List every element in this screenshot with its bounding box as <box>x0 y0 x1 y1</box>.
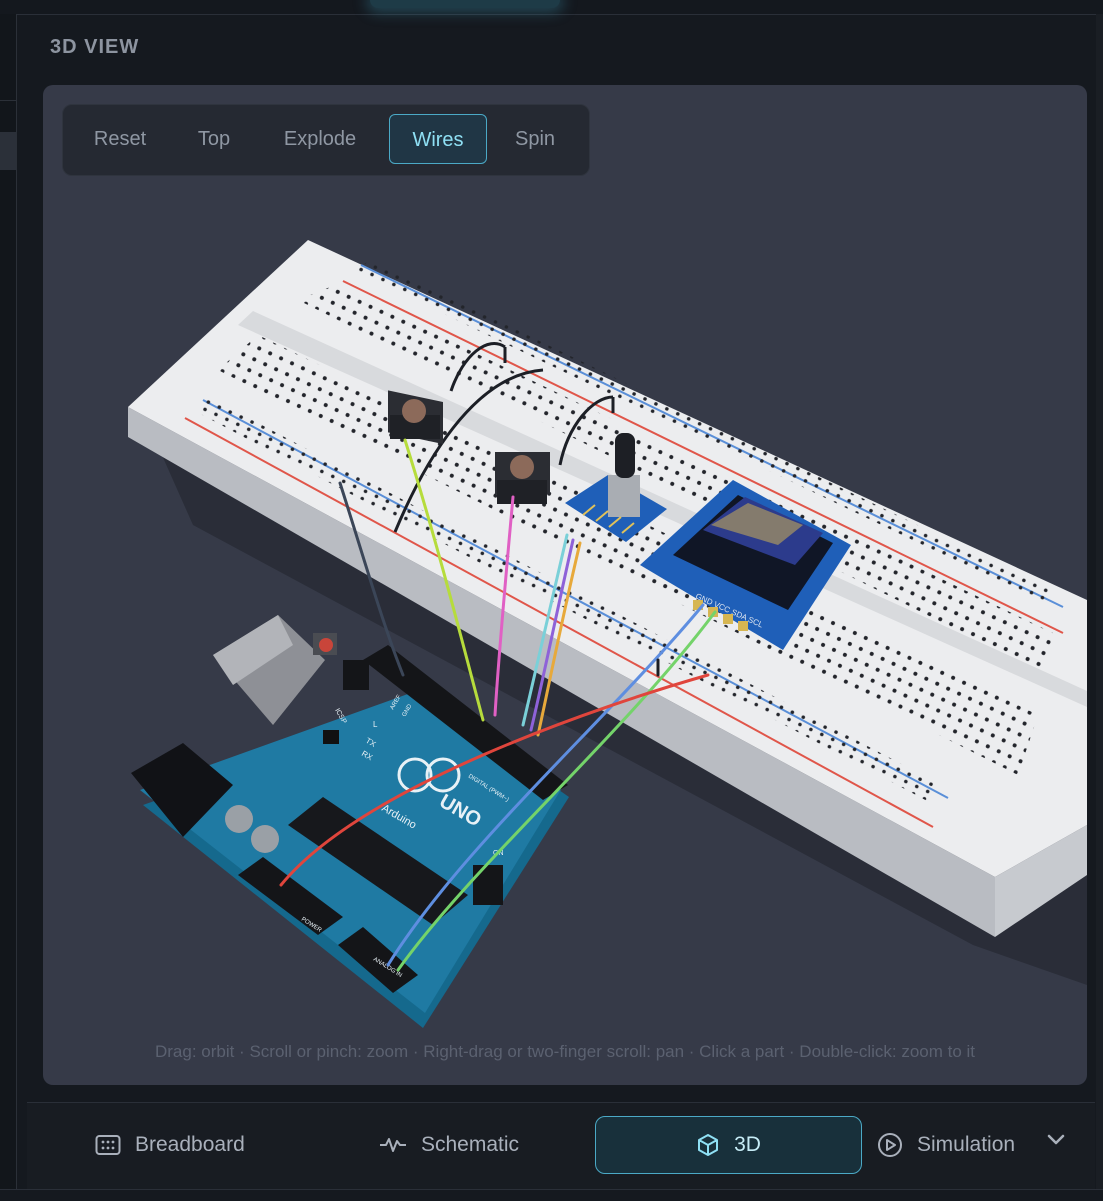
breadboard-jumpers[interactable] <box>393 342 615 533</box>
usb-connector-top <box>213 615 293 685</box>
chevron-down-icon[interactable] <box>1045 1133 1067 1147</box>
cube-icon <box>698 1134 719 1156</box>
nav-schematic[interactable]: Schematic <box>379 1116 519 1174</box>
nav-simulation[interactable]: Simulation <box>877 1116 1015 1174</box>
wire-cyan[interactable] <box>521 533 569 727</box>
3d-scene[interactable]: GND VCC SDA SCL Ardu <box>43 85 1087 1085</box>
wire-yellow-green[interactable] <box>403 438 485 722</box>
jumper-black-1[interactable] <box>449 342 506 392</box>
breadboard-right-side <box>995 825 1087 937</box>
analog-header <box>338 927 418 993</box>
wire-orange[interactable] <box>536 541 582 737</box>
capacitor-2 <box>251 825 279 853</box>
push-button-1[interactable] <box>388 390 443 445</box>
rail-line-red-top <box>342 280 1064 634</box>
power-header <box>238 857 343 935</box>
icsp-header <box>343 660 369 690</box>
atmega16u2-chip <box>323 730 339 744</box>
arduino-logo-2 <box>425 757 461 793</box>
wire-green[interactable] <box>396 610 717 972</box>
wire-dark-slate[interactable] <box>338 481 405 677</box>
nav-breadboard-label: Breadboard <box>135 1133 245 1156</box>
3d-viewport[interactable]: GND VCC SDA SCL Ardu <box>43 85 1087 1085</box>
wire-purple[interactable] <box>529 538 575 732</box>
pot-knob[interactable] <box>615 433 635 478</box>
top-tab-glow[interactable] <box>370 0 560 8</box>
push-button-2[interactable] <box>495 452 550 504</box>
viewport-hint: Drag: orbit · Scroll or pinch: zoom · Ri… <box>154 1042 976 1061</box>
sidebar-selected-item[interactable] <box>0 132 16 170</box>
nav-3d-label: 3D <box>734 1133 761 1156</box>
jumper-wires[interactable] <box>279 438 717 972</box>
microcontroller-chip <box>288 797 468 925</box>
pot-pins <box>582 504 635 534</box>
digital-header <box>363 645 568 800</box>
view-toolbar: Reset Top Explode Wires Spin <box>62 104 590 176</box>
rail-holes-top <box>355 259 1051 603</box>
capacitor-1 <box>225 805 253 833</box>
nav-simulation-label: Simulation <box>917 1133 1016 1156</box>
oled-header <box>693 600 748 631</box>
terminal-holes-lower <box>218 335 1038 775</box>
rail-line-red-bottom <box>184 417 934 828</box>
left-sidebar-edge <box>0 14 17 1189</box>
icsp-header-2 <box>473 865 503 905</box>
l-label: L <box>373 720 378 729</box>
right-panel-edge <box>1096 14 1103 1189</box>
nav-breadboard[interactable]: Breadboard <box>95 1116 245 1174</box>
pot-body <box>608 475 640 517</box>
nav-3d[interactable]: 3D <box>595 1116 862 1174</box>
oled-module[interactable]: GND VCC SDA SCL <box>640 480 851 650</box>
bottom-edge <box>0 1189 1103 1201</box>
bottom-view-bar: Breadboard Schematic 3D Simulation <box>27 1102 1095 1191</box>
arduino-uno[interactable]: Arduino UNO TX RX L ICSP AREF GND DIGITA… <box>131 615 569 1028</box>
jumper-black-2[interactable] <box>393 368 544 533</box>
wires-button[interactable]: Wires <box>389 114 487 164</box>
wire-blue[interactable] <box>386 603 705 967</box>
breadboard-front-side <box>128 407 995 937</box>
reset-button[interactable] <box>319 638 333 652</box>
jumper-black-3[interactable] <box>558 395 614 466</box>
panel-title: 3D VIEW <box>50 36 140 58</box>
sidebar-divider <box>0 100 16 101</box>
explode-button[interactable]: Explode <box>283 128 357 150</box>
reset-button[interactable]: Reset <box>93 128 147 150</box>
power-jack <box>131 743 233 837</box>
spin-button[interactable]: Spin <box>514 128 556 150</box>
waveform-icon <box>380 1138 406 1152</box>
breadboard[interactable] <box>128 240 1087 937</box>
arduino-logo <box>397 757 433 793</box>
play-circle-icon <box>878 1133 902 1157</box>
top-view-button[interactable]: Top <box>197 128 231 150</box>
nav-schematic-label: Schematic <box>421 1133 520 1156</box>
breadboard-icon <box>95 1135 121 1155</box>
wire-red[interactable] <box>279 673 710 887</box>
wire-pink[interactable] <box>493 495 515 717</box>
potentiometer[interactable] <box>565 433 667 542</box>
terminal-holes-upper <box>298 285 1053 673</box>
oled-yellow-band <box>711 503 803 545</box>
